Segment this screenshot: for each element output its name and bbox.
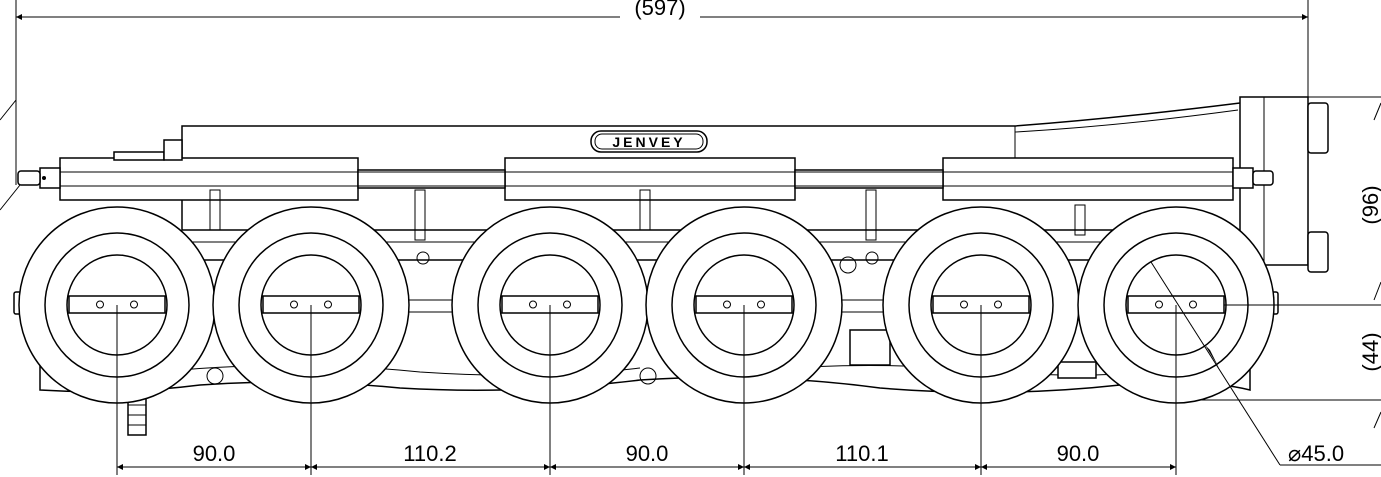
center-lines (116, 305, 1177, 475)
axis-dim-label: (44) (1358, 332, 1381, 371)
spacing-label: 110.2 (403, 441, 456, 466)
throttle-bodies (18, 206, 1275, 404)
injectors (209, 189, 1086, 274)
spacing-label: 110.1 (835, 441, 888, 466)
brand-badge-label: JENVEY (612, 134, 685, 150)
brand-badge: JENVEY (590, 130, 708, 153)
bore-diameter-label: ⌀45.0 (1288, 441, 1344, 466)
overall-length-dimension: (597) (15, 0, 1309, 185)
height-dimensions: (96) (44) (1200, 96, 1381, 429)
spacing-label: 90.0 (1057, 441, 1100, 466)
overall-length-label: (597) (634, 0, 685, 20)
spacing-dimensions: 90.0 110.2 90.0 110.1 90.0 (117, 441, 1176, 470)
height-dim-label: (96) (1358, 185, 1381, 224)
fuel-rail (17, 139, 1274, 201)
spacing-label: 90.0 (626, 441, 669, 466)
spacing-label: 90.0 (193, 441, 236, 466)
bore-diameter-callout: ⌀45.0 (1150, 261, 1381, 466)
